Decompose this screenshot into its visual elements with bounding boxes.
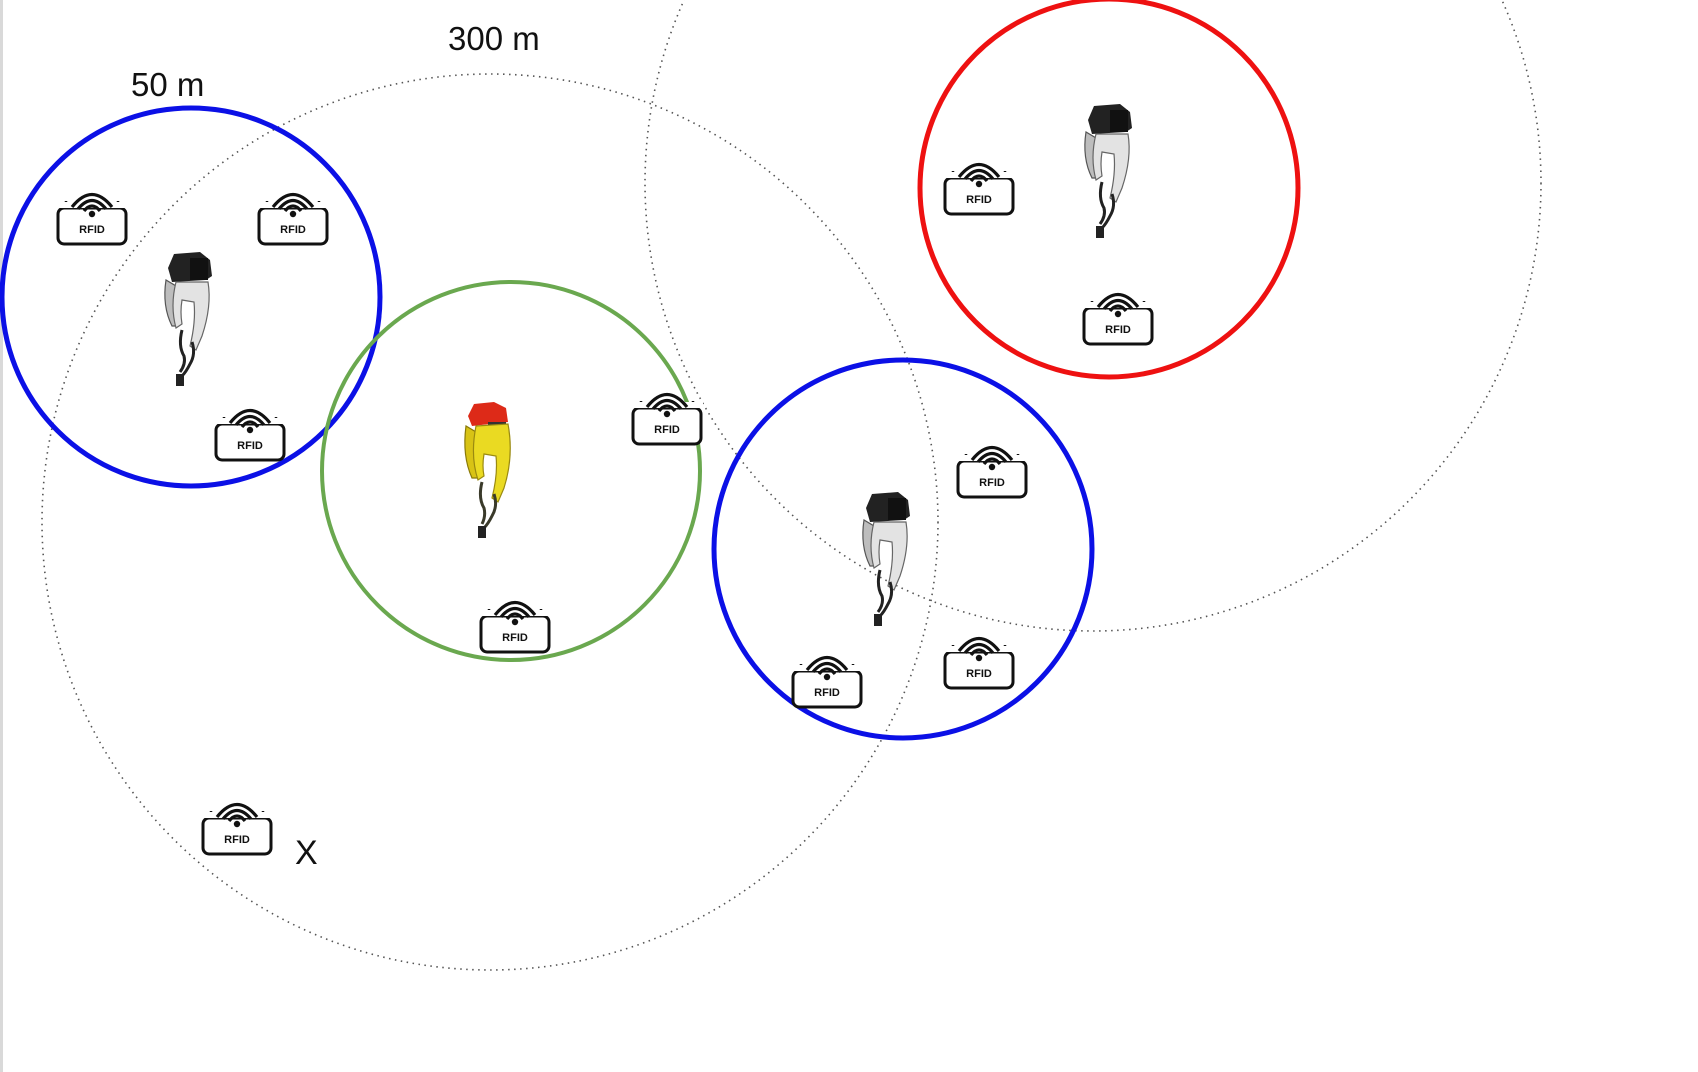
green-range-circle — [320, 280, 702, 662]
rfid-tag: RFID — [941, 636, 1017, 690]
rfid-tag-label: RFID — [654, 424, 680, 436]
page-left-border — [0, 0, 3, 1072]
rfid-tag-icon — [54, 192, 130, 246]
rfid-tag: RFID — [54, 192, 130, 246]
rfid-tag-label: RFID — [814, 687, 840, 699]
rfid-tag-icon — [954, 445, 1030, 499]
unreachable-tag-mark: X — [295, 834, 318, 872]
rfid-tag: RFID — [255, 192, 331, 246]
large-range-label: 300 m — [448, 20, 540, 57]
handheld-rfid-reader-icon — [861, 490, 912, 628]
handheld-rfid-reader-icon — [1083, 102, 1134, 240]
rfid-tag-icon — [212, 408, 288, 462]
rfid-tag-label: RFID — [237, 440, 263, 452]
rfid-tag: RFID — [789, 655, 865, 709]
rfid-tag-label: RFID — [224, 834, 250, 846]
rfid-tag: RFID — [954, 445, 1030, 499]
rfid-tag-label: RFID — [1105, 324, 1131, 336]
rfid-tag-icon — [255, 192, 331, 246]
rfid-tag: RFID — [477, 600, 553, 654]
dotted-range-circles — [41, 0, 1542, 971]
red-range-circle — [917, 0, 1301, 380]
small-range-label: 50 m — [131, 66, 204, 103]
rfid-tag-label: RFID — [502, 632, 528, 644]
blue-range-circle-left — [0, 105, 383, 489]
rfid-tag: RFID — [199, 802, 275, 856]
rfid-tag-label: RFID — [966, 668, 992, 680]
dotted-range-circle-right — [644, 0, 1542, 632]
rfid-tag: RFID — [629, 392, 705, 446]
rfid-tag-icon — [1080, 292, 1156, 346]
blue-range-circle-right — [711, 357, 1095, 741]
dotted-range-circle-left — [41, 73, 939, 971]
rfid-tag: RFID — [941, 162, 1017, 216]
rfid-tag-icon — [477, 600, 553, 654]
rfid-tag-label: RFID — [979, 477, 1005, 489]
rfid-tag: RFID — [212, 408, 288, 462]
handheld-rfid-reader-icon — [463, 400, 512, 540]
rfid-tag-icon — [789, 655, 865, 709]
rfid-tag-label: RFID — [79, 224, 105, 236]
rfid-tag-label: RFID — [966, 194, 992, 206]
rfid-tag-icon — [629, 392, 705, 446]
rfid-tag-label: RFID — [280, 224, 306, 236]
handheld-rfid-reader-icon — [163, 250, 214, 388]
rfid-tag-icon — [941, 636, 1017, 690]
rfid-tag-icon — [199, 802, 275, 856]
rfid-tag-icon — [941, 162, 1017, 216]
rfid-tag: RFID — [1080, 292, 1156, 346]
rfid-tags: RFID RFID RFID RFID RFID RFID RFID RFID — [54, 162, 1156, 856]
solid-range-circles — [0, 0, 1301, 741]
